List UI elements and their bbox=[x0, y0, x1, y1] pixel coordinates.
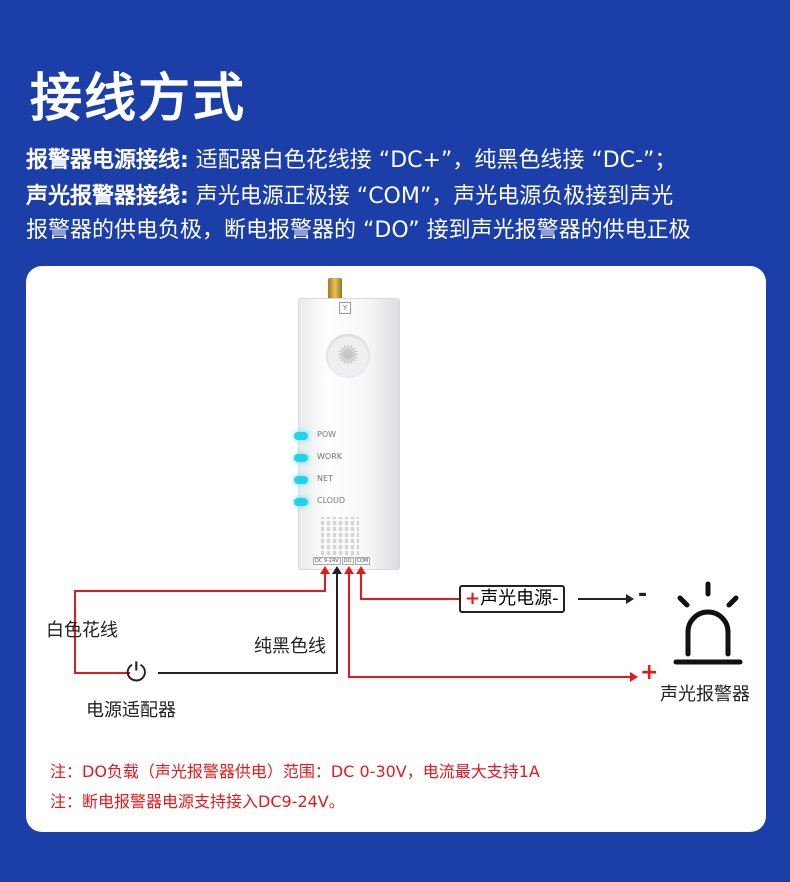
arrow-plus bbox=[630, 672, 638, 682]
page-title: 接线方式 bbox=[30, 69, 247, 129]
wire-white-horizontal bbox=[74, 590, 326, 592]
alarm-label: 声光报警器 bbox=[660, 684, 750, 705]
wiring-line-2-text: 声光电源正极接 “COM”，声光电源负极接到声光 bbox=[188, 184, 674, 209]
wire-do-horizontal bbox=[348, 676, 632, 678]
arrow-dc-plus bbox=[320, 566, 330, 574]
wiring-line-3: 报警器的供电负极，断电报警器的 “DO” 接到声光报警器的供电正极 bbox=[26, 218, 691, 243]
led-label-work: WORK bbox=[317, 452, 343, 461]
wire-black-vertical bbox=[336, 572, 338, 674]
led-work bbox=[294, 454, 308, 462]
wiring-line-2-label: 声光报警器接线: bbox=[26, 184, 189, 209]
port-dc: DC 9-24V bbox=[313, 557, 341, 565]
arrow-com bbox=[356, 566, 366, 574]
led-pow bbox=[294, 432, 308, 440]
arrow-do bbox=[344, 566, 354, 574]
alarm-light-icon bbox=[673, 581, 743, 665]
power-plus: + bbox=[465, 588, 481, 609]
brand-logo-icon: ✺ bbox=[326, 334, 370, 378]
arrow-minus bbox=[626, 594, 634, 604]
antenna-connector bbox=[328, 278, 342, 300]
wire-white-to-plug bbox=[74, 672, 130, 674]
wiring-line-1: 报警器电源接线: 适配器白色花线接 “DC+”，纯黑色线接 “DC-”； bbox=[26, 142, 676, 174]
wire-minus bbox=[578, 598, 628, 600]
port-do: DO bbox=[341, 557, 354, 565]
wire-do-vertical bbox=[348, 572, 350, 678]
wiring-line-2: 声光报警器接线: 声光电源正极接 “COM”，声光电源负极接到声光 bbox=[26, 178, 673, 210]
black-wire-label: 纯黑色线 bbox=[254, 636, 326, 657]
led-label-cloud: CLOUD bbox=[317, 496, 346, 505]
led-label-pow: POW bbox=[317, 430, 337, 439]
plus-sign: + bbox=[640, 660, 659, 685]
port-com: COM bbox=[354, 557, 371, 565]
led-cloud bbox=[294, 498, 308, 506]
wiring-line-1-label: 报警器电源接线: bbox=[26, 148, 189, 173]
adapter-label: 电源适配器 bbox=[86, 700, 176, 721]
led-label-net: NET bbox=[317, 474, 333, 483]
minus-sign: - bbox=[638, 582, 648, 607]
antenna-icon: Y bbox=[339, 302, 351, 314]
wire-com-vertical bbox=[360, 572, 362, 600]
led-net bbox=[294, 476, 308, 484]
wire-com-horizontal bbox=[360, 598, 460, 600]
power-minus: - bbox=[552, 588, 559, 609]
wire-dc-plus-up bbox=[324, 572, 326, 592]
white-wire-label: 白色花线 bbox=[46, 620, 118, 641]
wire-black-horizontal bbox=[158, 672, 338, 674]
wire-white-vertical bbox=[74, 590, 76, 674]
wiring-line-1-text: 适配器白色花线接 “DC+”，纯黑色线接 “DC-”； bbox=[188, 148, 677, 173]
plug-icon: ⏻ bbox=[126, 658, 147, 688]
power-label: 声光电源 bbox=[480, 588, 553, 609]
power-source-box: +声光电源- bbox=[459, 585, 565, 613]
note-2: 注：断电报警器电源支持接入DC9-24V。 bbox=[50, 792, 345, 811]
note-1: 注：DO负载（声光报警器供电）范围：DC 0-30V，电流最大支持1A bbox=[50, 762, 540, 781]
arrow-dc-minus bbox=[332, 566, 342, 574]
